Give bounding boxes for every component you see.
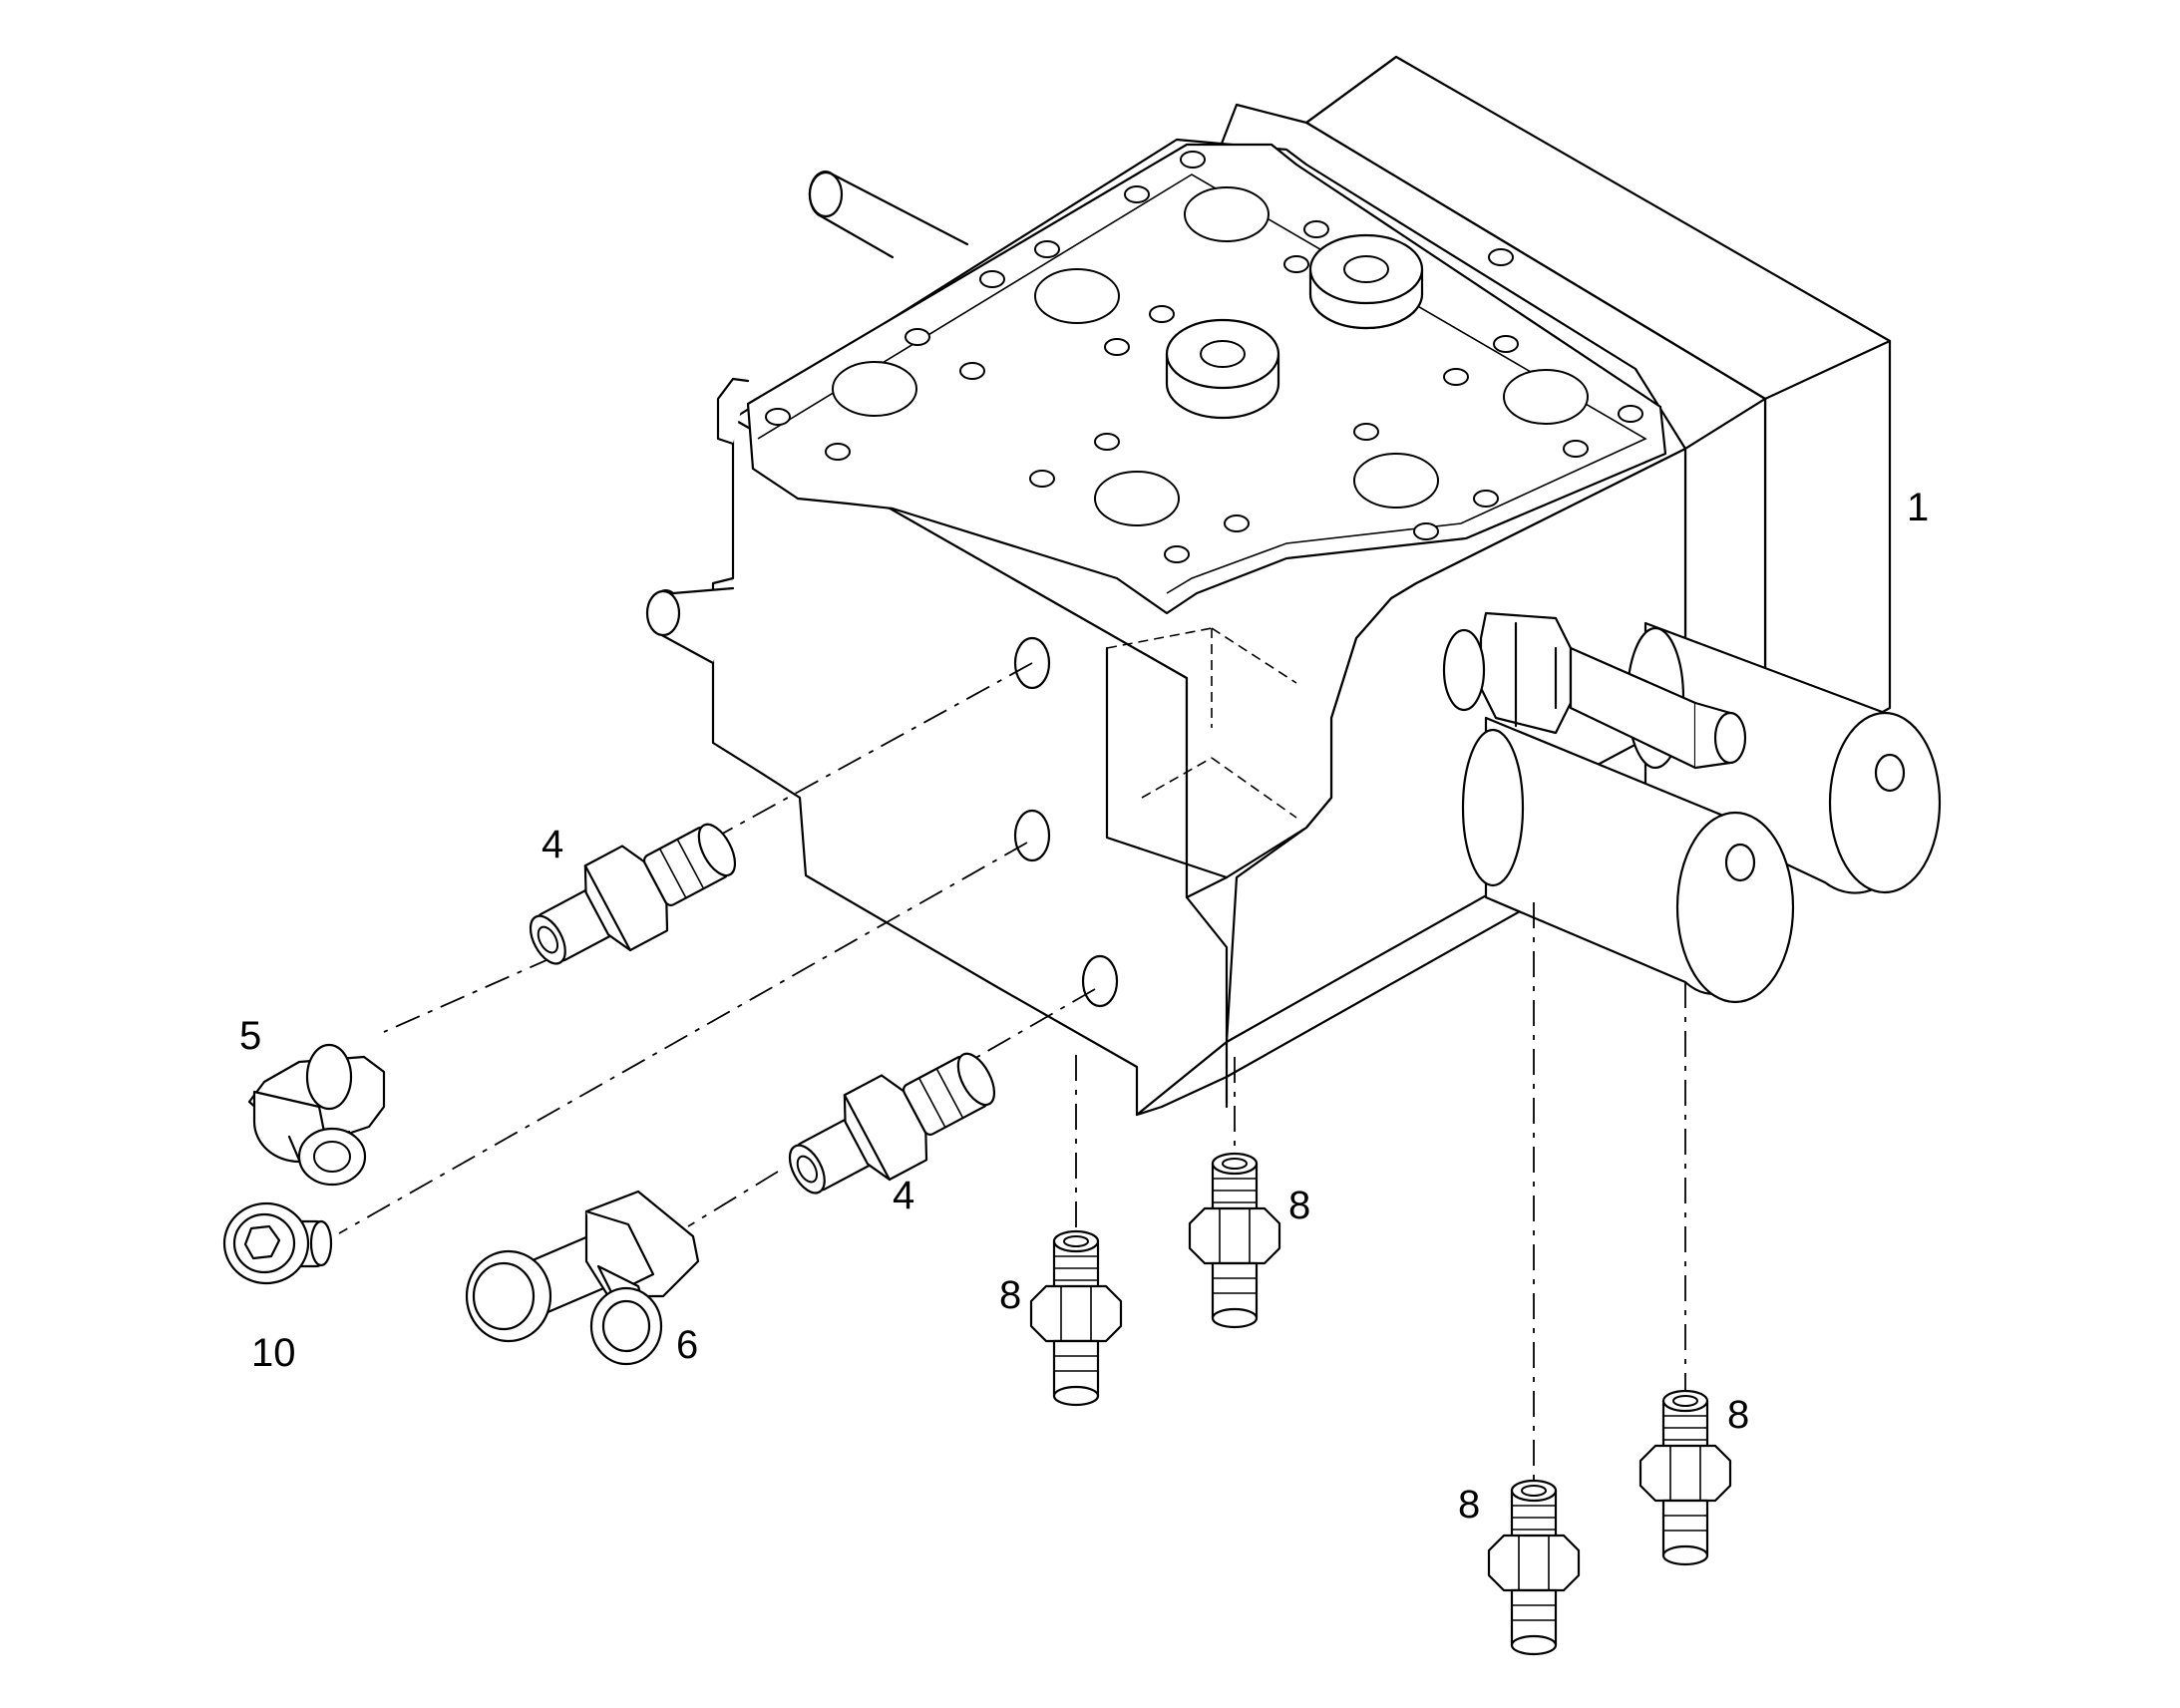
adapter-fitting-3: [1487, 1479, 1581, 1656]
callout-4-lower: 4: [893, 1174, 914, 1217]
callout-5: 5: [239, 1014, 261, 1058]
main-body: [711, 138, 1687, 1117]
callout-6: 6: [676, 1323, 698, 1367]
valve-block: [645, 55, 1942, 1117]
plug: [222, 1201, 333, 1285]
adapter-fitting-2: [1188, 1152, 1281, 1329]
callout-4-upper: 4: [542, 823, 563, 866]
callout-8-a: 8: [999, 1273, 1021, 1317]
top-ports: [765, 151, 1643, 563]
callout-8-b: 8: [1288, 1184, 1310, 1227]
straight-fitting-lower: [788, 1052, 996, 1195]
straight-fitting-upper: [529, 823, 737, 965]
callout-10: 10: [251, 1331, 296, 1375]
adapter-fitting-4: [1638, 1389, 1732, 1566]
adapter-fitting-1: [1029, 1229, 1123, 1407]
callout-1: 1: [1907, 486, 1929, 529]
elbow-fitting: [247, 1043, 386, 1187]
solenoid-cartridges: [1442, 611, 1942, 1004]
side-spools: [645, 171, 969, 665]
callout-8-c: 8: [1458, 1483, 1480, 1527]
callout-labels: 1 4 4 5 6 10 8 8 8 8: [239, 486, 1929, 1527]
tee-fitting: [465, 1190, 700, 1366]
callout-8-d: 8: [1727, 1393, 1749, 1437]
